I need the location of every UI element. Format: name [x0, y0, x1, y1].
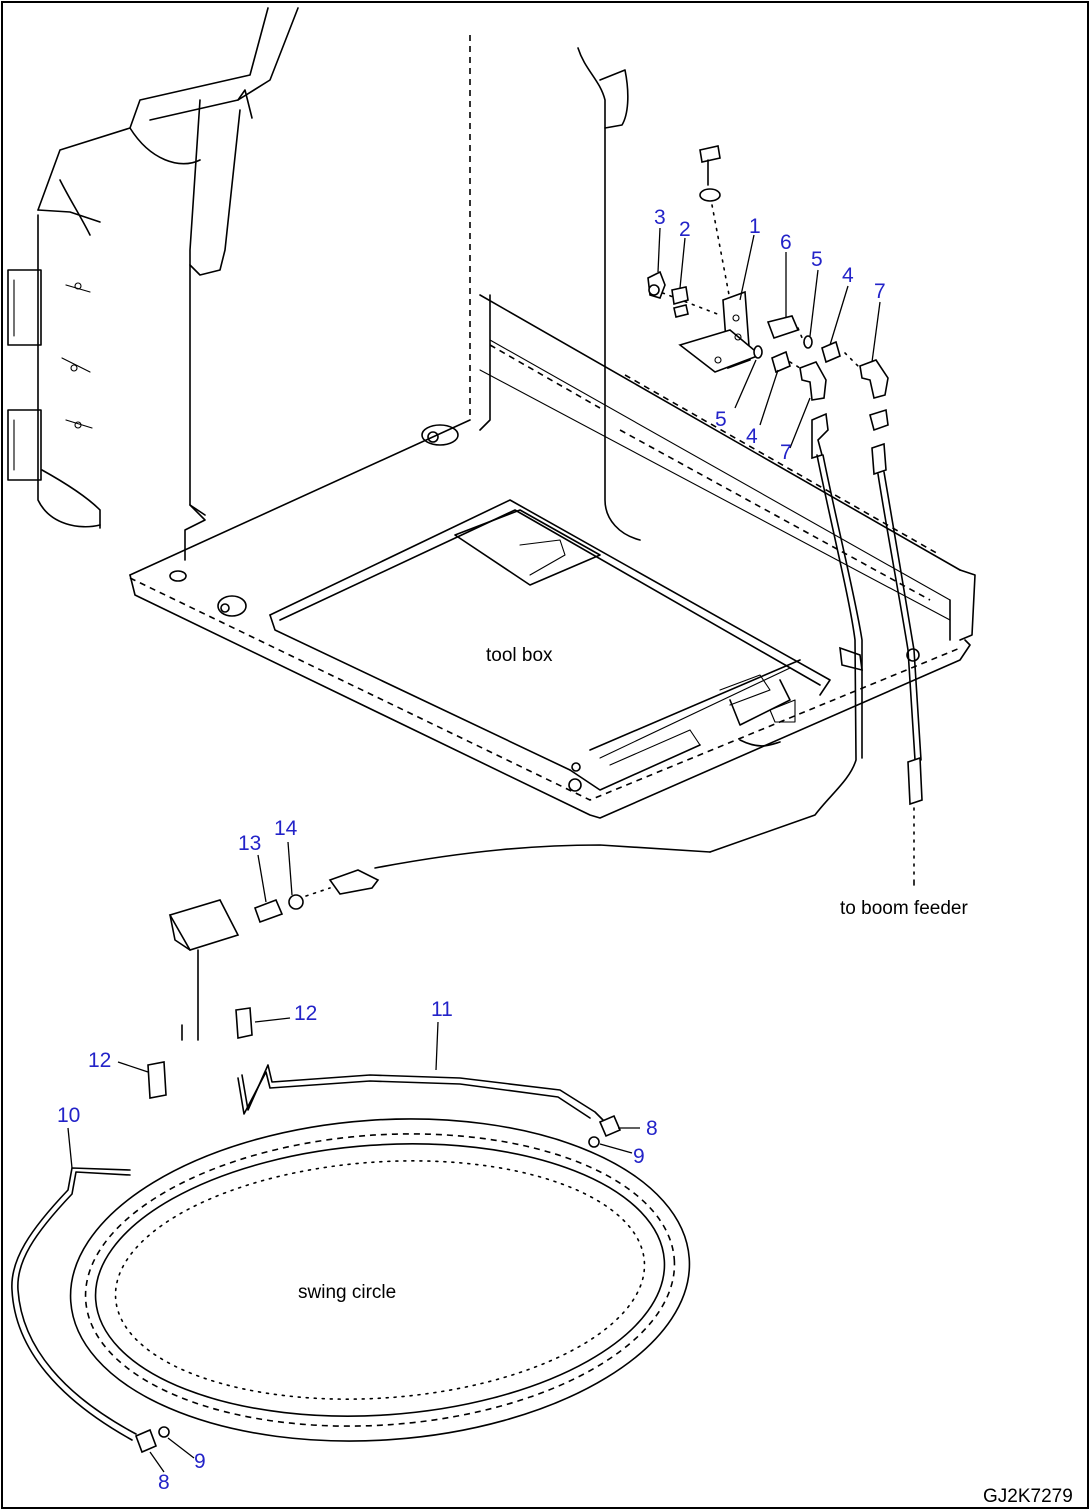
part-2-nut [671, 286, 689, 306]
callout-10: 10 [57, 1104, 80, 1127]
callout-12-upper: 12 [294, 1002, 317, 1025]
part-5-washer [803, 335, 813, 349]
callout-2: 2 [679, 218, 691, 241]
part-7-elbow-lower [799, 361, 827, 401]
grease-pipe-11 [237, 1064, 622, 1148]
junction-block-assembly [147, 869, 380, 1099]
callout-11: 11 [431, 998, 453, 1021]
part-6-connector [766, 315, 800, 340]
callout-8-left: 8 [158, 1471, 170, 1494]
callout-5-upper: 5 [811, 248, 823, 271]
to-boom-feeder-label: to boom feeder [840, 898, 968, 919]
callout-12-lower: 12 [88, 1049, 111, 1072]
callout-13: 13 [238, 832, 261, 855]
callout-numbers: 1 2 3 4 4 5 5 6 7 7 8 8 9 9 10 11 12 12 … [57, 206, 886, 1494]
callout-4-upper: 4 [842, 264, 854, 287]
callout-4-lower: 4 [746, 425, 758, 448]
part-4-nipple-lower [771, 350, 791, 374]
grease-hoses: to boom feeder [374, 408, 968, 919]
tool-box-label: tool box [486, 645, 553, 666]
part-13-adapter [253, 898, 284, 924]
swing-circle: swing circle [69, 1118, 691, 1442]
callout-1: 1 [749, 215, 761, 238]
part-12-fitting [235, 1007, 253, 1039]
callout-3: 3 [654, 206, 666, 229]
handrail-frame [7, 7, 299, 561]
bracket-assembly [647, 270, 889, 401]
callout-7-upper: 7 [874, 280, 886, 303]
part-4-nipple [821, 340, 841, 364]
callout-9-left: 9 [194, 1450, 206, 1473]
part-14-washer [288, 894, 304, 910]
callout-7-lower: 7 [780, 441, 792, 464]
leader-lines [67, 227, 881, 1473]
tool-box: tool box [129, 419, 971, 819]
swing-circle-label: swing circle [298, 1282, 396, 1303]
part-5-washer-lower [753, 345, 763, 359]
part-12-fitting-lower [147, 1061, 167, 1099]
drawing-code: GJ2K7279 [983, 1486, 1073, 1507]
mounting-bolt [699, 145, 731, 301]
callout-5-lower: 5 [715, 408, 727, 431]
grease-pipe-10 [11, 1167, 170, 1454]
callout-9-right: 9 [633, 1145, 645, 1168]
central-panel [421, 35, 976, 641]
callout-6: 6 [780, 231, 792, 254]
callout-14: 14 [274, 817, 298, 840]
callout-8-right: 8 [646, 1117, 658, 1140]
part-7-elbow [859, 359, 889, 399]
